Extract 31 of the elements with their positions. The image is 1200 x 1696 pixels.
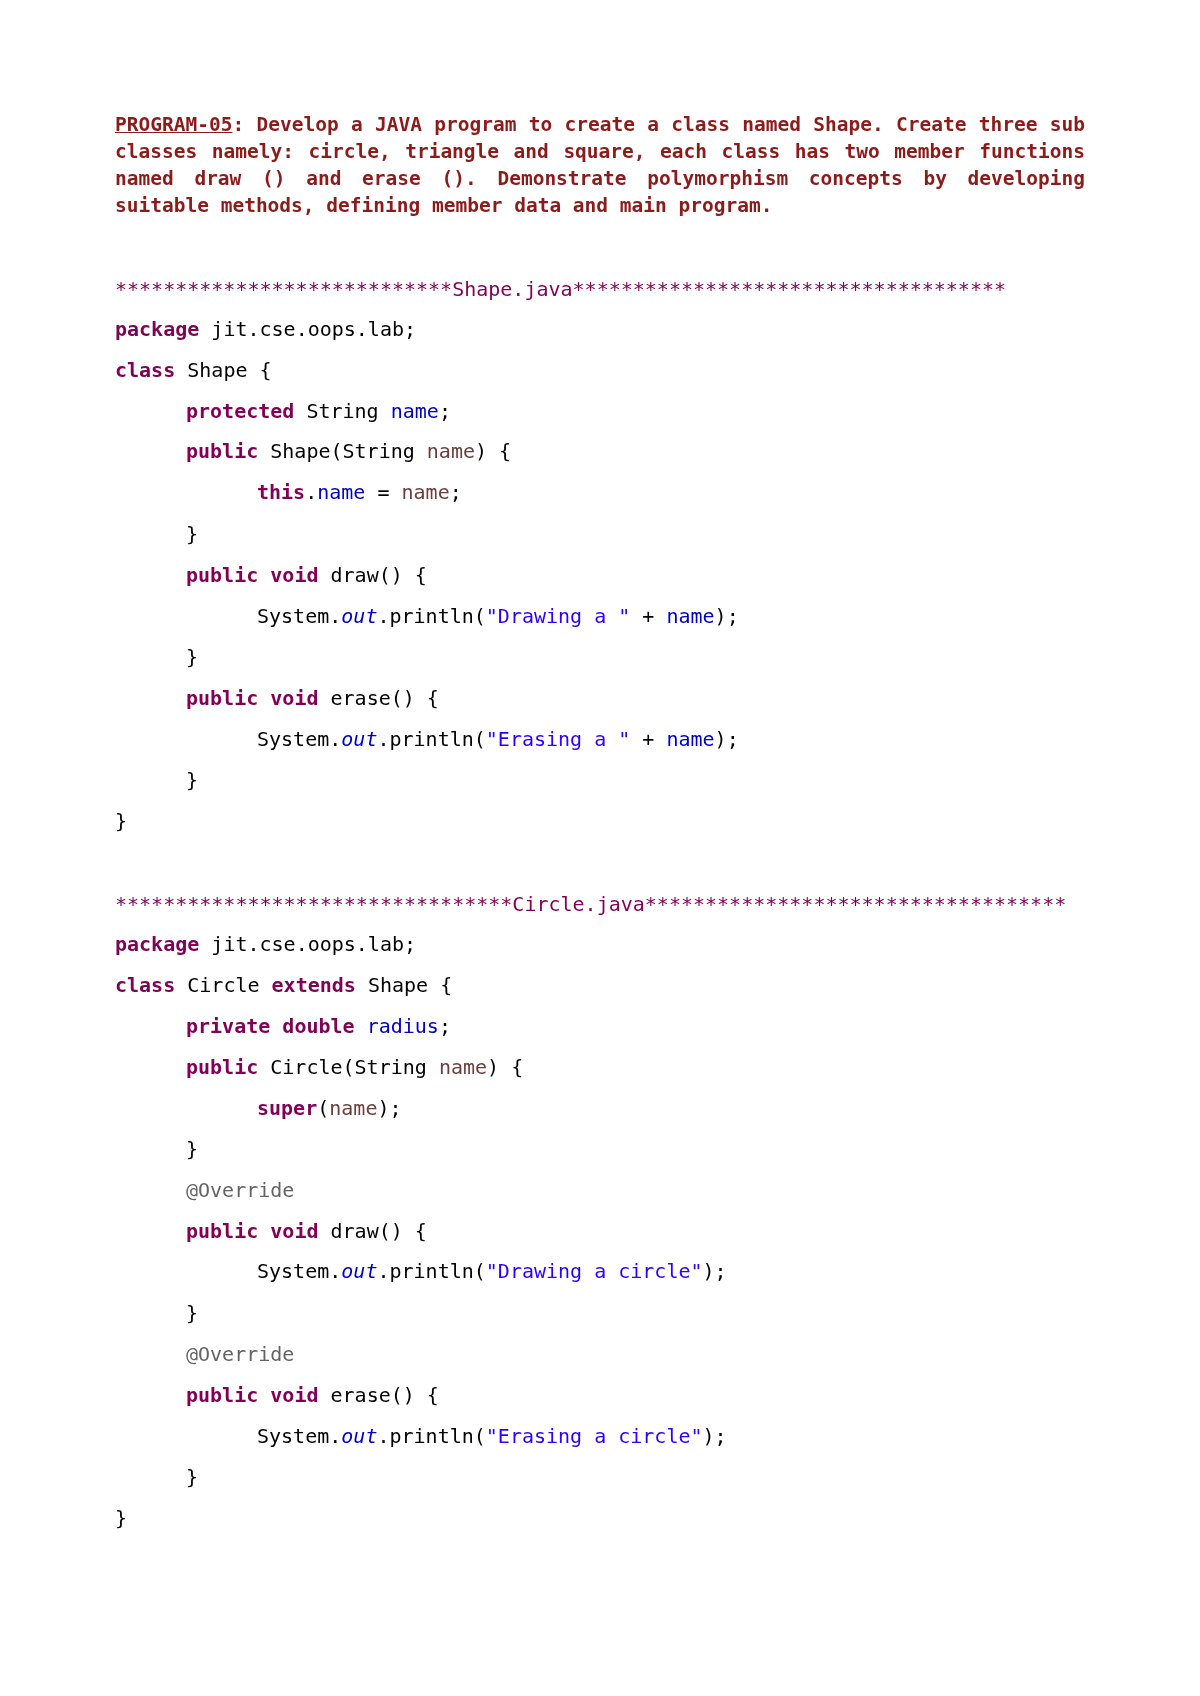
code-line: protected String name; <box>186 399 451 423</box>
code-line: } <box>186 645 199 669</box>
assignment-text: PROGRAM-05: Develop a JAVA program to create a class named Shape. Create three sub classes namely: circle, triangle and square, each class has two member functions named draw () and erase (). Demonstrate polymorphism concepts by developing suitable methods, defining member data and main program. <box>115 112 1085 219</box>
code-line: package jit.cse.oops.lab; <box>115 932 417 956</box>
code-line: System.out.println("Drawing a circle"); <box>257 1259 727 1283</box>
code-line: public Shape(String name) { <box>186 439 512 463</box>
code-line: } <box>115 1506 128 1530</box>
code-line: class Shape { <box>115 358 272 382</box>
code-line: package jit.cse.oops.lab; <box>115 317 417 341</box>
code-line: } <box>186 1465 199 1489</box>
code-line: } <box>186 1137 199 1161</box>
file-header: ****************************Shape.java************************************ <box>115 277 1007 301</box>
code-line: } <box>186 1301 199 1325</box>
file-header: *********************************Circle.java*********************************** <box>115 892 1067 916</box>
code-line: public Circle(String name) { <box>186 1055 524 1079</box>
code-line: class Circle extends Shape { <box>115 973 453 997</box>
code-line: System.out.println("Erasing a circle"); <box>257 1424 727 1448</box>
code-line: super(name); <box>257 1096 402 1120</box>
code-line: public void draw() { <box>186 563 427 587</box>
code-line: @Override <box>186 1342 295 1366</box>
code-line: public void erase() { <box>186 1383 439 1407</box>
code-line: private double radius; <box>186 1014 451 1038</box>
code-line: } <box>186 768 199 792</box>
code-line: System.out.println("Drawing a " + name); <box>257 604 739 628</box>
code-line: System.out.println("Erasing a " + name); <box>257 727 739 751</box>
code-line: } <box>186 522 199 546</box>
code-line: public void erase() { <box>186 686 439 710</box>
code-line: public void draw() { <box>186 1219 427 1243</box>
code-line: this.name = name; <box>257 480 462 504</box>
code-line: } <box>115 809 128 833</box>
code-line: @Override <box>186 1178 295 1202</box>
